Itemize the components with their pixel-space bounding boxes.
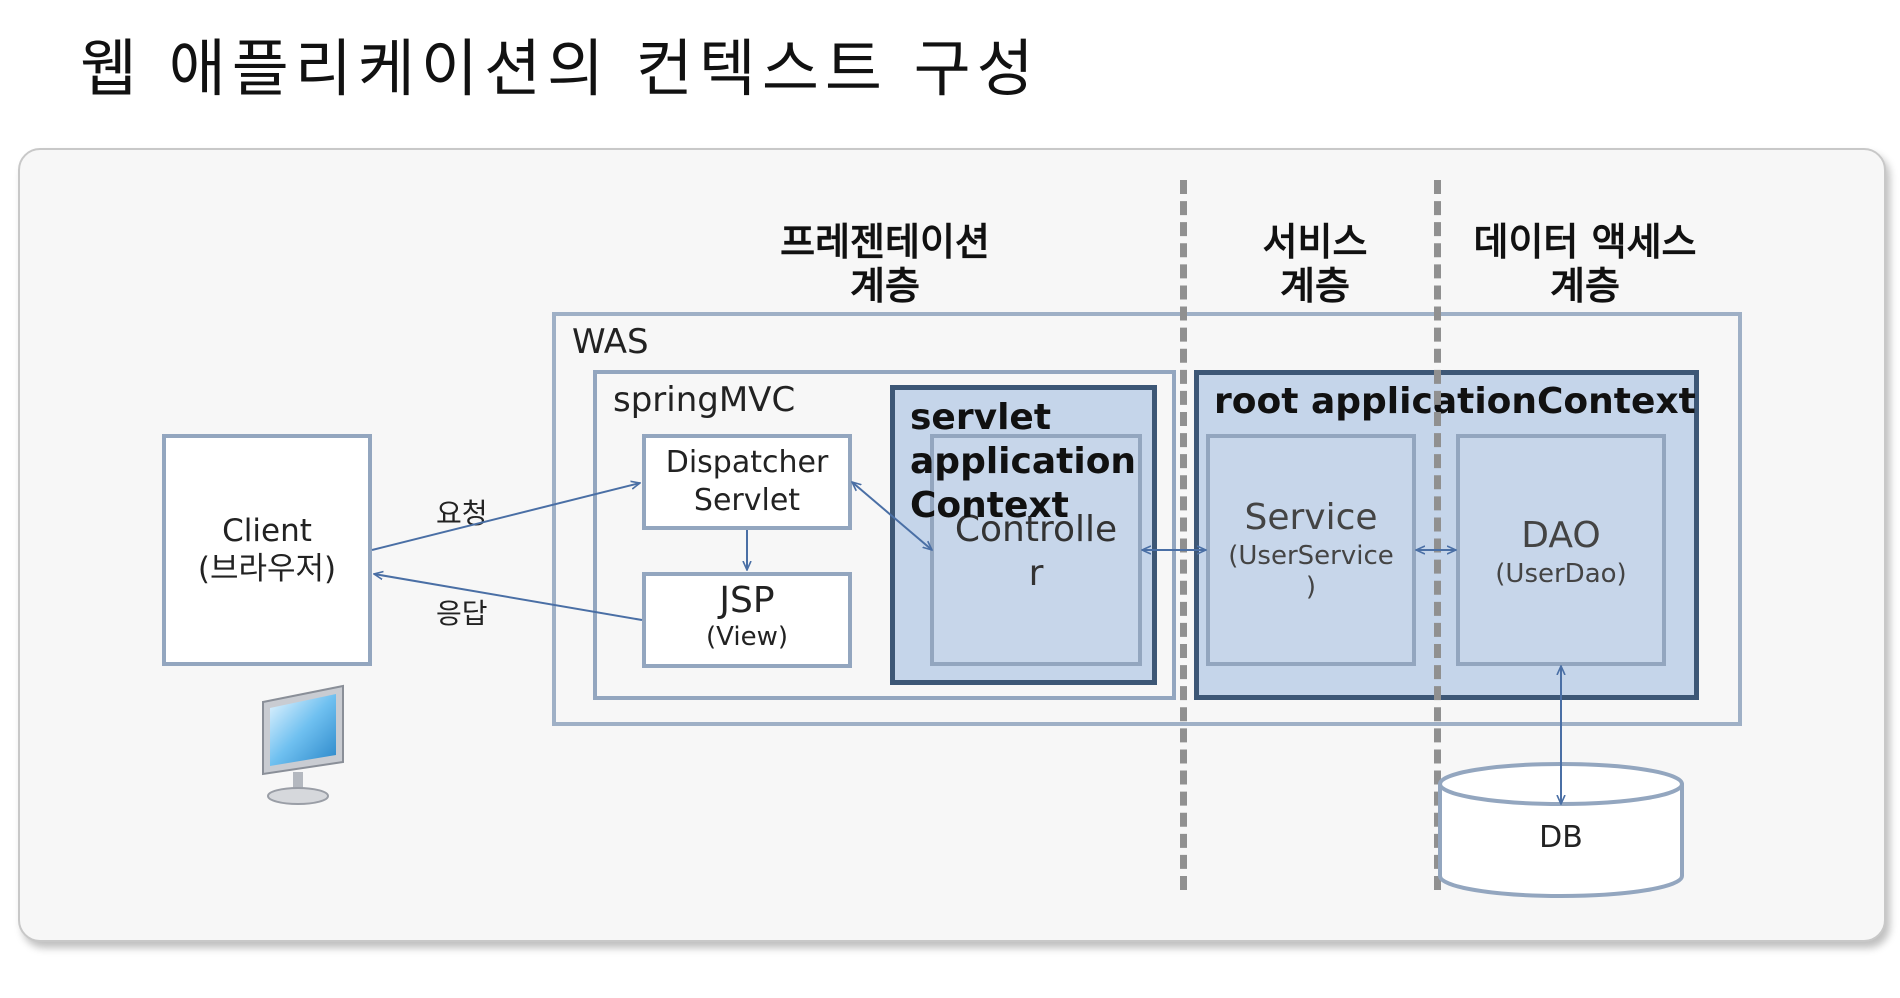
dao-label: DAO (UserDao) (1456, 514, 1666, 590)
controller-line1: Controlle (954, 509, 1118, 550)
client-title: Client (222, 513, 312, 549)
dispatcher-line2: Servlet (693, 483, 801, 518)
service-layer-line2: 계층 (1280, 264, 1350, 308)
db-label: DB (1539, 820, 1583, 855)
data-access-layer-line1: 데이터 액세스 (1473, 220, 1697, 264)
client-box (162, 434, 372, 666)
request-label: 요청 (436, 497, 488, 530)
layer-divider-1 (1180, 180, 1187, 890)
was-container (552, 312, 1742, 726)
dispatcher-servlet-label: Dispatcher Servlet (642, 444, 852, 520)
dispatcher-servlet-box (642, 434, 852, 530)
service-title: Service (1244, 497, 1378, 538)
controller-line2: r (1028, 553, 1044, 594)
response-label: 응답 (436, 597, 488, 630)
service-label: Service (UserService ) (1206, 496, 1416, 602)
client-label: Client (브라우저) (162, 512, 372, 588)
monitor-icon (255, 684, 345, 809)
root-context-label: root applicationContext (1214, 381, 1696, 422)
servlet-context-line1: servlet (910, 397, 1052, 438)
service-subtitle: (UserService (1228, 541, 1394, 571)
controller-label: Controlle r (930, 508, 1142, 596)
presentation-layer-label: 프레젠테이션 계층 (755, 220, 1015, 308)
request-arrow (371, 483, 640, 551)
presentation-layer-line2: 계층 (850, 264, 920, 308)
response-arrow (374, 574, 643, 621)
jsp-title: JSP (719, 580, 775, 621)
was-label: WAS (572, 322, 649, 362)
jsp-label: JSP (View) (642, 580, 852, 652)
presentation-layer-line1: 프레젠테이션 (780, 220, 990, 264)
dao-box (1456, 434, 1666, 666)
page-title: 웹 애플리케이션의 컨텍스트 구성 (80, 32, 1040, 105)
spring-mvc-label: springMVC (613, 380, 796, 420)
service-layer-label: 서비스 계층 (1230, 220, 1400, 308)
dao-subtitle: (UserDao) (1495, 559, 1627, 589)
spring-mvc-container (593, 370, 1176, 700)
dispatcher-controller-arrow (852, 482, 932, 550)
client-subtitle: (브라우저) (197, 551, 337, 587)
dao-title: DAO (1521, 515, 1601, 556)
controller-box (930, 434, 1142, 666)
layer-divider-2 (1434, 180, 1441, 890)
data-access-layer-label: 데이터 액세스 계층 (1440, 220, 1730, 308)
jsp-box (642, 572, 852, 668)
service-subtitle-end: ) (1305, 572, 1317, 602)
servlet-context-line2: application (910, 441, 1137, 482)
data-access-layer-line2: 계층 (1550, 264, 1620, 308)
service-box (1206, 434, 1416, 666)
dispatcher-line1: Dispatcher (665, 445, 829, 480)
jsp-subtitle: (View) (706, 622, 788, 652)
servlet-context-line3: Context (910, 485, 1069, 526)
servlet-context-label: servlet application Context (910, 396, 1136, 528)
service-layer-line1: 서비스 (1262, 220, 1368, 264)
